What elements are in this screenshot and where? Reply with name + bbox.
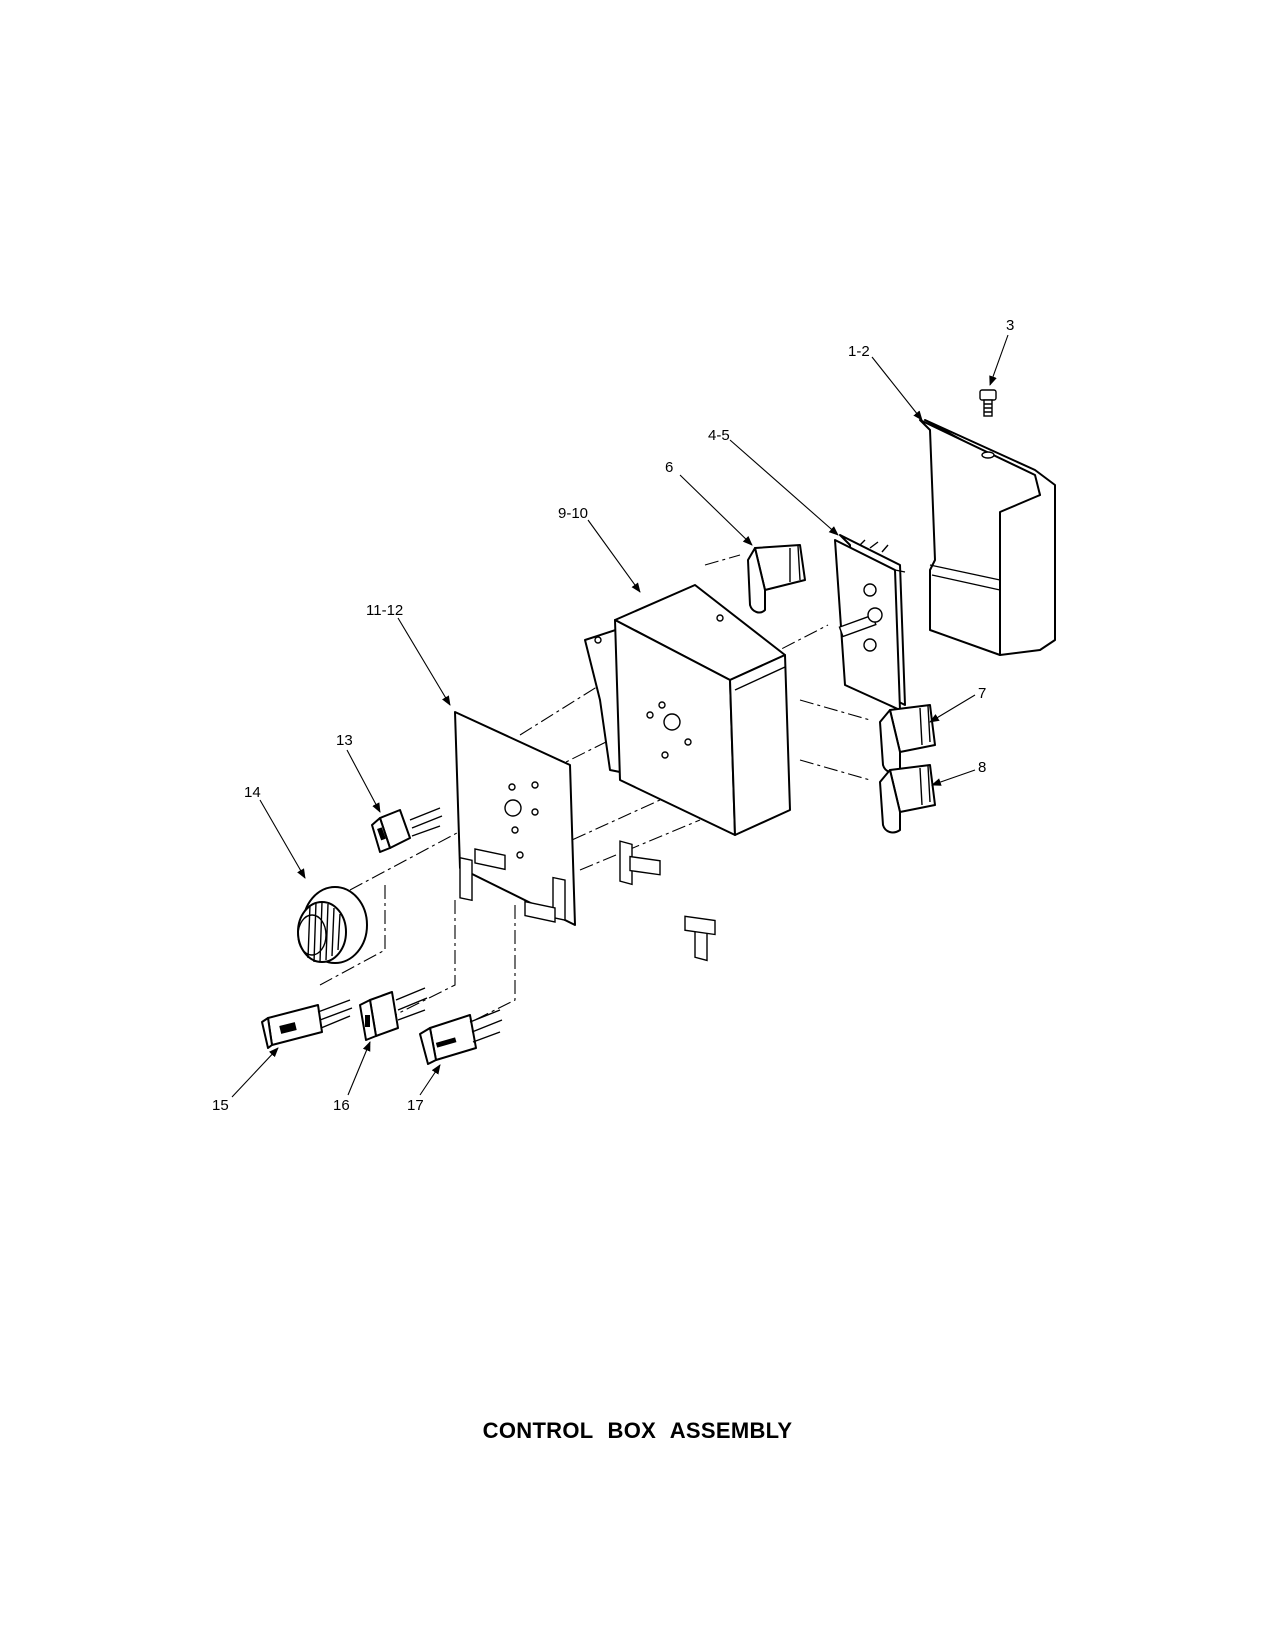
callout-7: 7: [978, 685, 986, 702]
callout-14: 14: [244, 784, 261, 801]
callout-1-2: 1-2: [848, 343, 870, 360]
callout-16: 16: [333, 1097, 350, 1114]
callout-6: 6: [665, 459, 673, 476]
part-control-box: [584, 584, 791, 962]
part-switch-13: [371, 807, 443, 853]
callout-labels: 1-2 3 4-5 6 9-10 11-12 7 8 13 14 15 16 1…: [212, 317, 1014, 1114]
part-relay-low: [879, 764, 936, 834]
part-switch-15: [261, 999, 353, 1049]
part-relay-top: [747, 544, 806, 614]
part-switch-16: [359, 987, 428, 1041]
callout-4-5: 4-5: [708, 427, 730, 444]
part-knob: [297, 886, 368, 964]
part-rear-cover: [919, 419, 1056, 656]
part-relay-mid: [879, 704, 936, 774]
callout-11-12: 11-12: [366, 602, 403, 619]
callout-3: 3: [1006, 317, 1014, 334]
callout-15: 15: [212, 1097, 229, 1114]
part-screw: [979, 389, 997, 417]
part-switch-17: [419, 1009, 503, 1065]
callout-8: 8: [978, 759, 986, 776]
callout-9-10: 9-10: [558, 505, 588, 522]
callout-17: 17: [407, 1097, 424, 1114]
callout-13: 13: [336, 732, 353, 749]
part-front-panel: [454, 711, 576, 926]
part-circuit-board: [834, 534, 906, 711]
diagram-title: CONTROL BOX ASSEMBLY: [482, 1418, 793, 1443]
callout-leaders: [231, 334, 1009, 1098]
